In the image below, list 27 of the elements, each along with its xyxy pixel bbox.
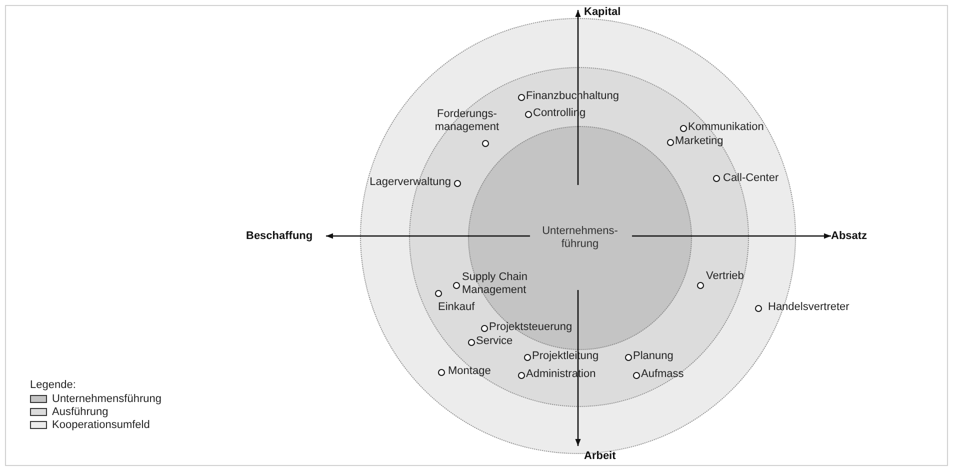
item-label: Montage <box>448 365 491 378</box>
axis-label: Arbeit <box>584 449 616 463</box>
axis-arrow <box>632 233 831 239</box>
axis-arrow <box>575 10 581 185</box>
legend-heading: Legende: <box>30 379 76 392</box>
axis-label: Absatz <box>831 229 868 243</box>
legend-text: Kooperationsumfeld <box>52 419 150 431</box>
axis-label: Beschaffung <box>246 229 313 243</box>
axis-arrow <box>326 233 530 239</box>
center-label: Unternehmens- führung <box>541 225 619 251</box>
item-label: Aufmass <box>641 368 684 381</box>
axis-arrow <box>575 290 581 446</box>
item-label: Lagerverwaltung <box>370 176 451 189</box>
axis-label: Kapital <box>584 5 621 19</box>
item-label: Supply Chain Management <box>462 271 528 297</box>
item-label: Kommunikation <box>688 121 764 134</box>
legend-text: Ausführung <box>52 406 108 418</box>
item-label: Handelsvertreter <box>768 301 850 314</box>
item-label: Planung <box>633 350 674 363</box>
item-label: Einkauf <box>438 301 475 314</box>
item-label: Vertrieb <box>706 270 744 283</box>
item-label: Projektsteuerung <box>489 321 572 334</box>
item-label: Marketing <box>675 135 724 148</box>
item-label: Service <box>476 335 513 348</box>
item-label: Call-Center <box>723 172 779 185</box>
legend-text: Unternehmensführung <box>52 393 162 405</box>
item-label: Forderungs- management <box>434 108 500 134</box>
